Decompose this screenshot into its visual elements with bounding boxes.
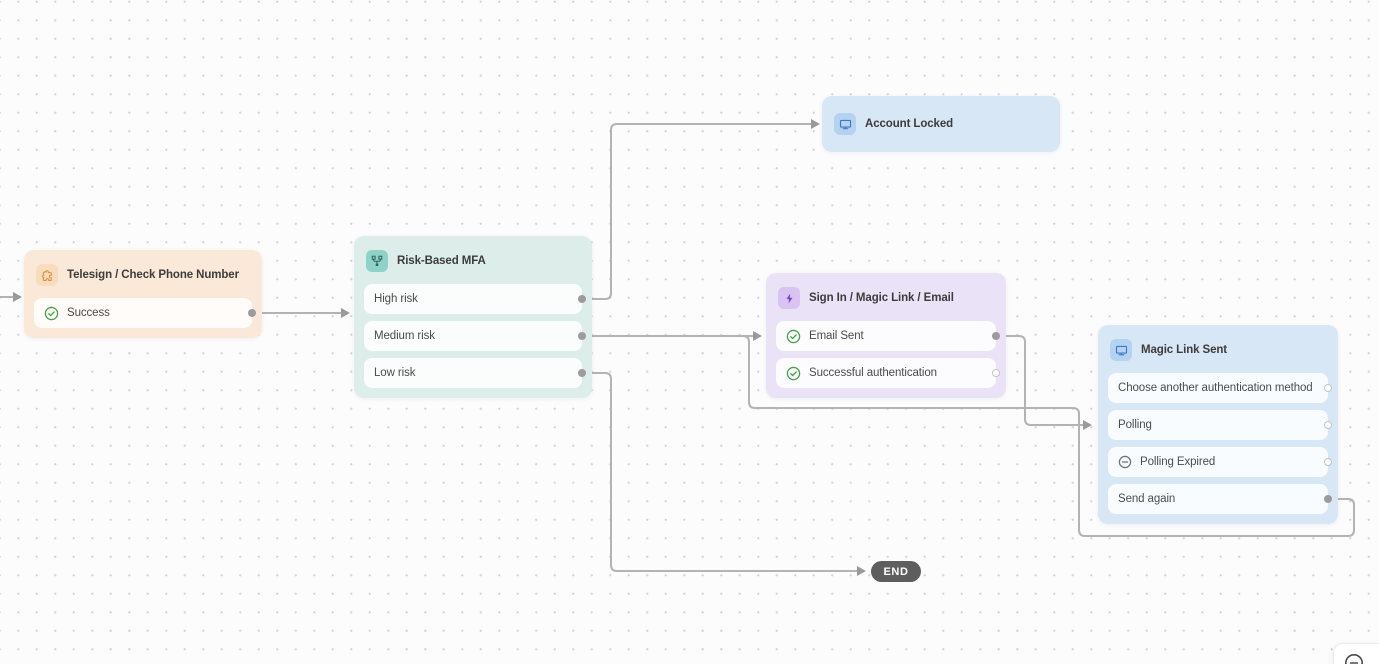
output-row-low-risk[interactable]: Low risk xyxy=(364,358,586,388)
output-row-successful-authentication[interactable]: Successful authentication xyxy=(776,358,1000,388)
output-label: Success xyxy=(67,307,110,319)
edge-low-risk-to-end[interactable] xyxy=(582,372,857,572)
node-title: Risk-Based MFA xyxy=(397,255,486,267)
output-port[interactable] xyxy=(578,332,586,340)
node-header: Sign In / Magic Link / Email xyxy=(778,287,994,309)
output-label: Email Sent xyxy=(809,330,864,342)
node-header: Telesign / Check Phone Number xyxy=(36,264,250,286)
end-node[interactable]: END xyxy=(871,561,921,582)
output-row-medium-risk[interactable]: Medium risk xyxy=(364,321,586,351)
node-header: Magic Link Sent xyxy=(1110,339,1326,361)
output-label: Successful authentication xyxy=(809,367,937,379)
output-port[interactable] xyxy=(992,369,1000,377)
arrowhead xyxy=(753,331,762,341)
output-label: High risk xyxy=(374,293,418,305)
bolt-icon xyxy=(778,287,800,309)
output-port[interactable] xyxy=(1324,458,1332,466)
node-risk-based-mfa[interactable]: Risk-Based MFA High risk Medium risk Low… xyxy=(354,236,592,398)
check-circle-icon xyxy=(786,329,801,343)
minus-circle-icon xyxy=(1118,455,1132,469)
output-label: Polling xyxy=(1118,419,1152,431)
arrowhead xyxy=(341,308,350,318)
screen-icon xyxy=(1110,339,1132,361)
output-port[interactable] xyxy=(578,295,586,303)
output-row-polling-expired[interactable]: Polling Expired xyxy=(1108,447,1332,477)
output-port[interactable] xyxy=(992,332,1000,340)
edge-email-sent-to-magic-link-sent[interactable] xyxy=(996,335,1083,426)
arrowhead xyxy=(1083,420,1092,430)
output-label: Low risk xyxy=(374,367,416,379)
output-row-high-risk[interactable]: High risk xyxy=(364,284,586,314)
output-label: Medium risk xyxy=(374,330,435,342)
node-title: Account Locked xyxy=(865,118,954,130)
output-label: Send again xyxy=(1118,493,1176,505)
arrowhead xyxy=(13,292,22,302)
zoom-toolbar xyxy=(1333,643,1379,664)
puzzle-icon xyxy=(36,264,58,286)
node-magic-link-sent[interactable]: Magic Link Sent Choose another authentic… xyxy=(1098,325,1338,524)
output-row-success[interactable]: Success xyxy=(34,298,256,328)
output-label: Choose another authentication method xyxy=(1118,382,1313,394)
check-circle-icon xyxy=(44,306,59,320)
node-header: Account Locked xyxy=(834,113,1048,135)
output-port[interactable] xyxy=(248,309,256,317)
output-row-choose-another-method[interactable]: Choose another authentication method xyxy=(1108,373,1332,403)
output-port[interactable] xyxy=(1324,384,1332,392)
output-port[interactable] xyxy=(578,369,586,377)
minus-circle-icon xyxy=(1345,654,1363,664)
output-row-email-sent[interactable]: Email Sent xyxy=(776,321,1000,351)
output-port[interactable] xyxy=(1324,421,1332,429)
screen-icon xyxy=(834,113,856,135)
node-title: Magic Link Sent xyxy=(1141,344,1228,356)
zoom-out-button[interactable] xyxy=(1344,653,1364,664)
branch-icon xyxy=(366,250,388,272)
node-title: Sign In / Magic Link / Email xyxy=(809,292,954,304)
output-port[interactable] xyxy=(1324,495,1332,503)
output-label: Polling Expired xyxy=(1140,456,1216,468)
node-title: Telesign / Check Phone Number xyxy=(67,269,239,281)
output-row-send-again[interactable]: Send again xyxy=(1108,484,1332,514)
node-header: Risk-Based MFA xyxy=(366,250,580,272)
node-sign-in-magic-link-email[interactable]: Sign In / Magic Link / Email Email Sent … xyxy=(766,273,1006,398)
output-row-polling[interactable]: Polling xyxy=(1108,410,1332,440)
check-circle-icon xyxy=(786,366,801,380)
node-account-locked[interactable]: Account Locked xyxy=(822,96,1060,152)
arrowhead xyxy=(811,119,820,129)
arrowhead xyxy=(857,566,866,576)
node-telesign-check-phone-number[interactable]: Telesign / Check Phone Number Success xyxy=(24,250,262,338)
